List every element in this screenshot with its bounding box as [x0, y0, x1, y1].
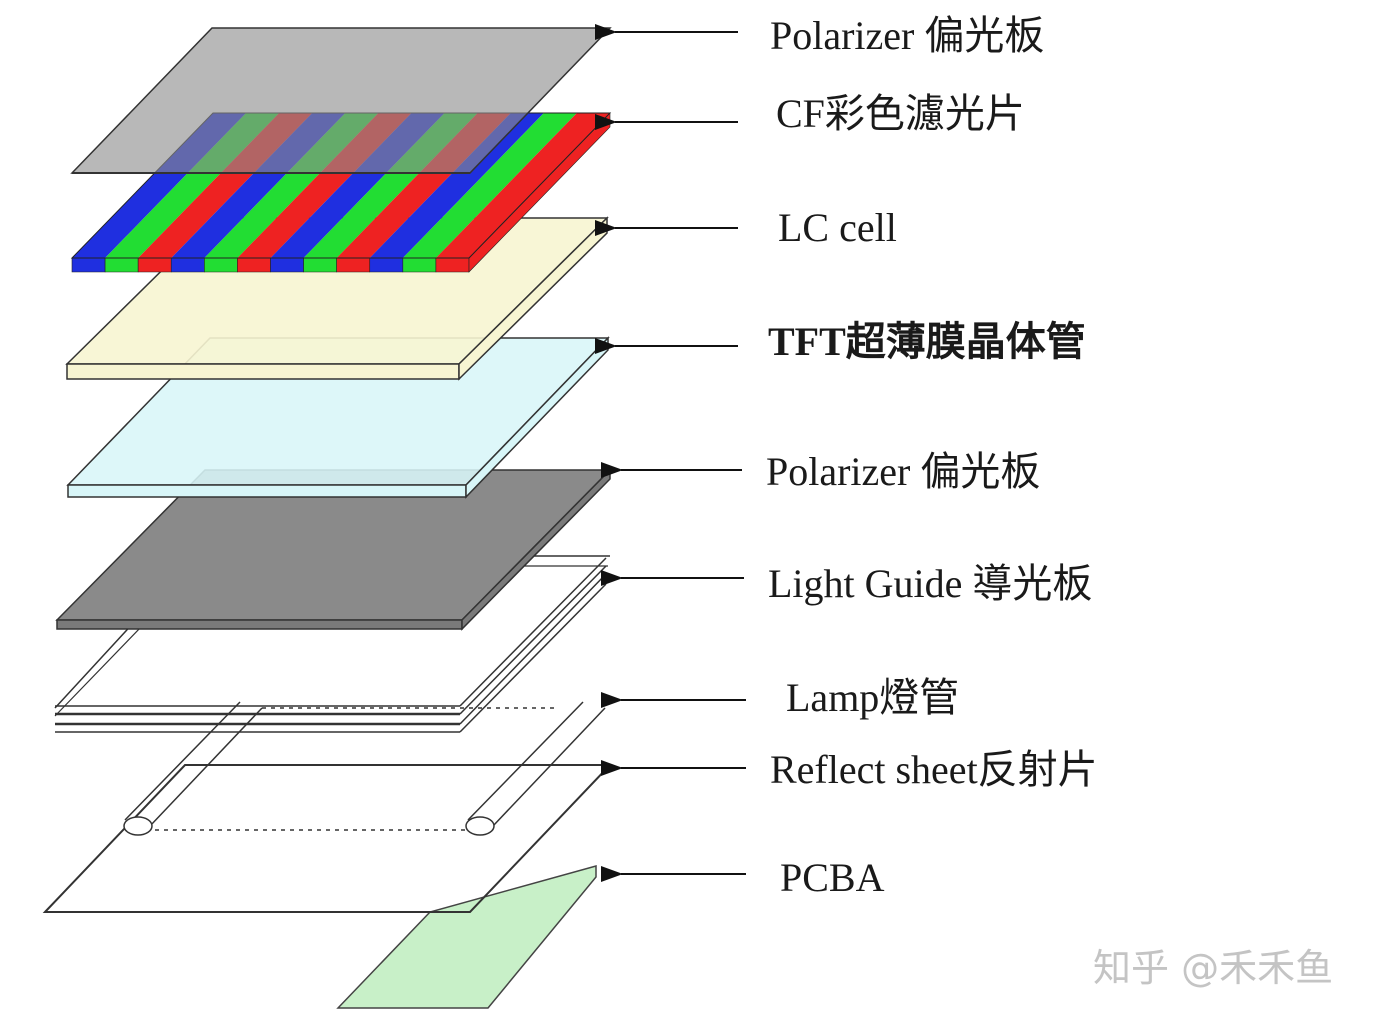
color-filter-stripe — [402, 113, 577, 258]
color-filter-stripe-edge — [104, 257, 139, 273]
color-filter-stripe-edge — [303, 257, 337, 273]
label-color-filter: CF彩色濾光片 — [776, 91, 1025, 136]
lamp-tubes — [123, 701, 606, 836]
color-filter-stripe-edge — [270, 257, 304, 273]
lc-cell-edge — [66, 363, 460, 380]
color-filter-stripe-edge — [170, 257, 205, 273]
color-filter-stripe-edge — [237, 257, 271, 273]
color-filter-stripe-edge — [435, 257, 470, 273]
tft-edge — [67, 484, 467, 498]
pcba-board — [336, 865, 597, 1009]
label-pcba: PCBA — [780, 855, 885, 900]
label-reflect-sheet: Reflect sheet反射片 — [770, 747, 1098, 792]
color-filter-stripe-edge — [369, 257, 404, 273]
label-lc-cell: LC cell — [778, 205, 897, 250]
color-filter-stripe — [369, 113, 544, 258]
color-filter-stripe-edge — [71, 257, 106, 273]
arrows — [595, 24, 746, 882]
color-filter-stripe-edge — [402, 257, 437, 273]
watermark: 知乎 @禾禾鱼 — [1093, 946, 1334, 990]
color-filter-stripe-edge — [137, 257, 172, 273]
label-tft: TFT超薄膜晶体管 — [768, 319, 1086, 364]
color-filter-stripe-edge — [336, 257, 371, 273]
label-lamp: Lamp燈管 — [786, 675, 960, 720]
label-polarizer-top: Polarizer 偏光板 — [770, 13, 1045, 58]
color-filter-stripe — [435, 113, 610, 258]
color-filter-stripe-edge — [204, 257, 238, 273]
label-polarizer-bottom: Polarizer 偏光板 — [766, 449, 1041, 494]
polarizer-bottom-edge — [56, 619, 463, 630]
label-light-guide: Light Guide 導光板 — [768, 561, 1093, 606]
